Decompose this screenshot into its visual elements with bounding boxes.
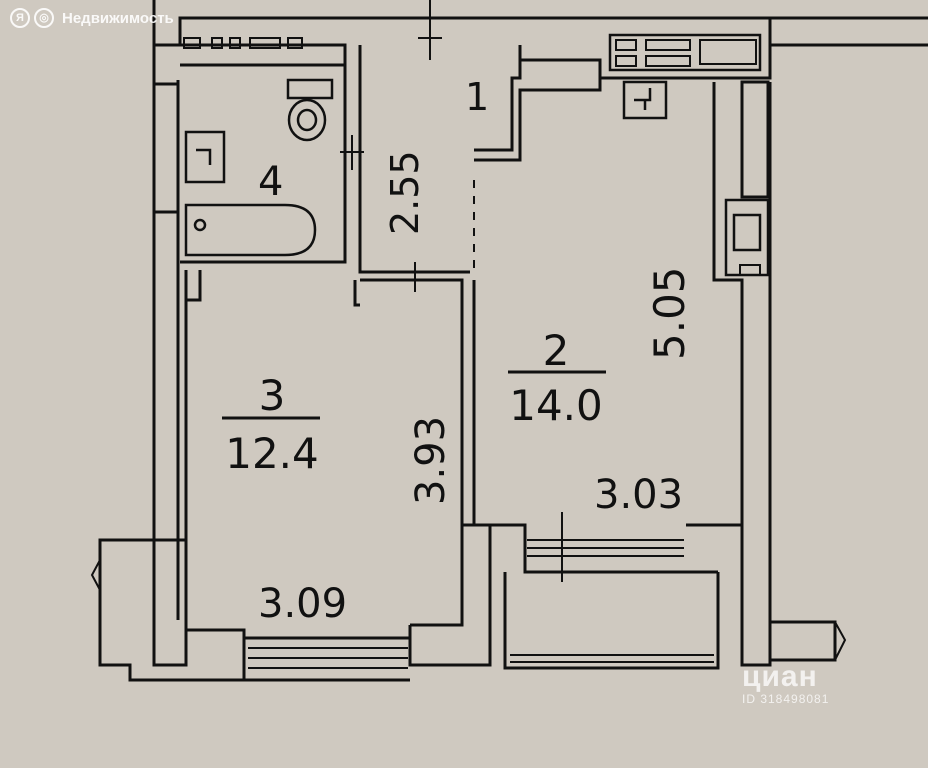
wall-hatching <box>183 37 761 669</box>
bottom-right-outer <box>770 620 837 662</box>
bottom-left-sill <box>186 628 246 680</box>
toilet-seat <box>296 108 318 132</box>
kitchen-counter <box>608 33 762 72</box>
room-4-number: 4 <box>258 159 283 205</box>
hatch-kitchen-1 <box>615 39 637 51</box>
hatch-kitchen-4 <box>615 55 637 67</box>
wc-top-wall <box>180 43 347 67</box>
watermark-bottom: циан ID 318498081 <box>742 660 830 707</box>
watermark-pin-icon: ◎ <box>34 8 54 28</box>
walls <box>98 0 928 682</box>
fridge-door <box>732 213 762 252</box>
window-glazing-lines <box>248 539 714 669</box>
room2-right-wall <box>712 82 744 525</box>
watermark-top-text: Недвижимость <box>62 9 174 27</box>
sink-tap <box>196 148 212 165</box>
break-right <box>834 621 847 661</box>
tick-top <box>418 0 442 60</box>
dim-corridor-length: 2.55 <box>383 150 427 235</box>
hatch-right-1 <box>739 264 761 276</box>
room3-right-wall <box>360 278 464 525</box>
break-left <box>90 559 101 591</box>
hatch-top-1 <box>183 37 201 49</box>
room2-top-wall <box>474 78 602 162</box>
room-3-area: 12.4 <box>225 429 319 478</box>
fixtures <box>184 33 770 277</box>
watermark-id: ID 318498081 <box>742 692 830 706</box>
toilet-tank <box>286 78 334 100</box>
right-top-wall <box>768 18 928 47</box>
dim-room2-length: 5.05 <box>645 266 694 360</box>
watermark-top: Я ◎ Недвижимость <box>10 8 174 28</box>
kitchen-top-wall <box>518 45 772 80</box>
dim-room2-width: 3.03 <box>594 472 683 518</box>
sink <box>184 130 226 184</box>
hatch-kitchen-2 <box>645 39 691 51</box>
hatch-kitchen-5 <box>645 55 691 67</box>
hatch-top-2 <box>211 37 223 49</box>
room3-corner <box>186 270 202 302</box>
bottom-left-outer <box>98 538 244 682</box>
watermark-logo-icon: Я <box>10 8 30 28</box>
left-window-frame <box>152 82 180 214</box>
hatch-top-3 <box>229 37 241 49</box>
watermark-brand: циан <box>742 660 818 693</box>
corridor-left-wall <box>358 45 470 274</box>
room-1-number: 1 <box>465 75 489 119</box>
room-3-number: 3 <box>259 371 286 420</box>
tick-corridor <box>340 135 364 170</box>
balcony-door-top <box>462 523 718 574</box>
bottom-right-pier <box>686 523 772 667</box>
stove-detail <box>634 88 652 110</box>
room-labels: 1 2 14.0 3 12.4 4 <box>222 75 606 478</box>
room-2-number: 2 <box>543 326 570 375</box>
stove <box>622 80 668 120</box>
toilet-bowl <box>287 98 327 142</box>
corridor-right-wall <box>474 60 522 152</box>
balcony <box>503 572 720 670</box>
bathroom-wall <box>180 65 347 264</box>
bottom-left-pier <box>152 538 188 667</box>
hatch-kitchen-3 <box>699 39 757 65</box>
bathtub-drain <box>193 218 207 232</box>
hatch-top-5 <box>287 37 303 49</box>
room3-door-jamb <box>353 280 360 307</box>
dim-room3-width: 3.09 <box>258 581 347 627</box>
hatch-top-4 <box>249 37 281 49</box>
room-2-area: 14.0 <box>509 381 603 430</box>
window-bottom-left <box>244 636 410 682</box>
dimension-ticks <box>90 0 847 661</box>
bathtub <box>184 203 317 257</box>
dim-room3-length: 3.93 <box>408 416 454 505</box>
dimension-labels: 2.55 5.05 3.03 3.93 3.09 <box>258 150 694 627</box>
right-window-frame <box>740 80 770 199</box>
